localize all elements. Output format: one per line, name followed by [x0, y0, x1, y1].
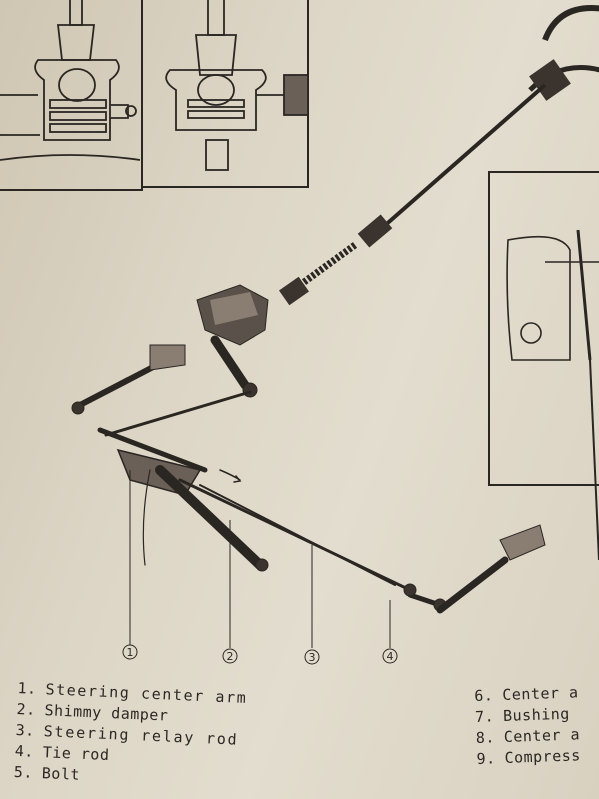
inset-panel-right-lower — [488, 171, 599, 486]
drag-link — [104, 390, 252, 437]
callout-2: 2 — [222, 648, 238, 664]
steering-column — [279, 5, 599, 306]
callout-3: 3 — [304, 649, 320, 665]
svg-text:1: 1 — [127, 646, 134, 659]
callout-4: 4 — [382, 648, 398, 664]
parts-legend-left: 1.Steering center arm 2.Shimmy damper 3.… — [13, 678, 248, 793]
ball-joint-left — [0, 0, 141, 161]
steering-wheel — [542, 5, 599, 42]
ball-joint-right — [165, 0, 309, 171]
svg-text:2: 2 — [227, 650, 234, 663]
svg-text:4: 4 — [387, 650, 394, 663]
relay-rod — [178, 478, 412, 592]
steering-gearbox — [196, 284, 269, 398]
steering-shaft — [380, 83, 547, 230]
callout-leaders — [129, 470, 391, 648]
parts-legend-right: 6.Center a 7.Bushing 8.Center a 9.Compre… — [474, 682, 581, 770]
shimmy-damper — [155, 465, 265, 570]
svg-text:3: 3 — [309, 651, 316, 664]
callout-1: 1 — [122, 644, 138, 660]
steering-arm-right — [436, 556, 509, 614]
center-arm — [97, 427, 208, 473]
right-inset-figure — [488, 171, 599, 561]
top-inset-figures — [0, 0, 309, 191]
linkage — [71, 344, 546, 614]
legend-item: 9.Compress — [476, 746, 582, 768]
